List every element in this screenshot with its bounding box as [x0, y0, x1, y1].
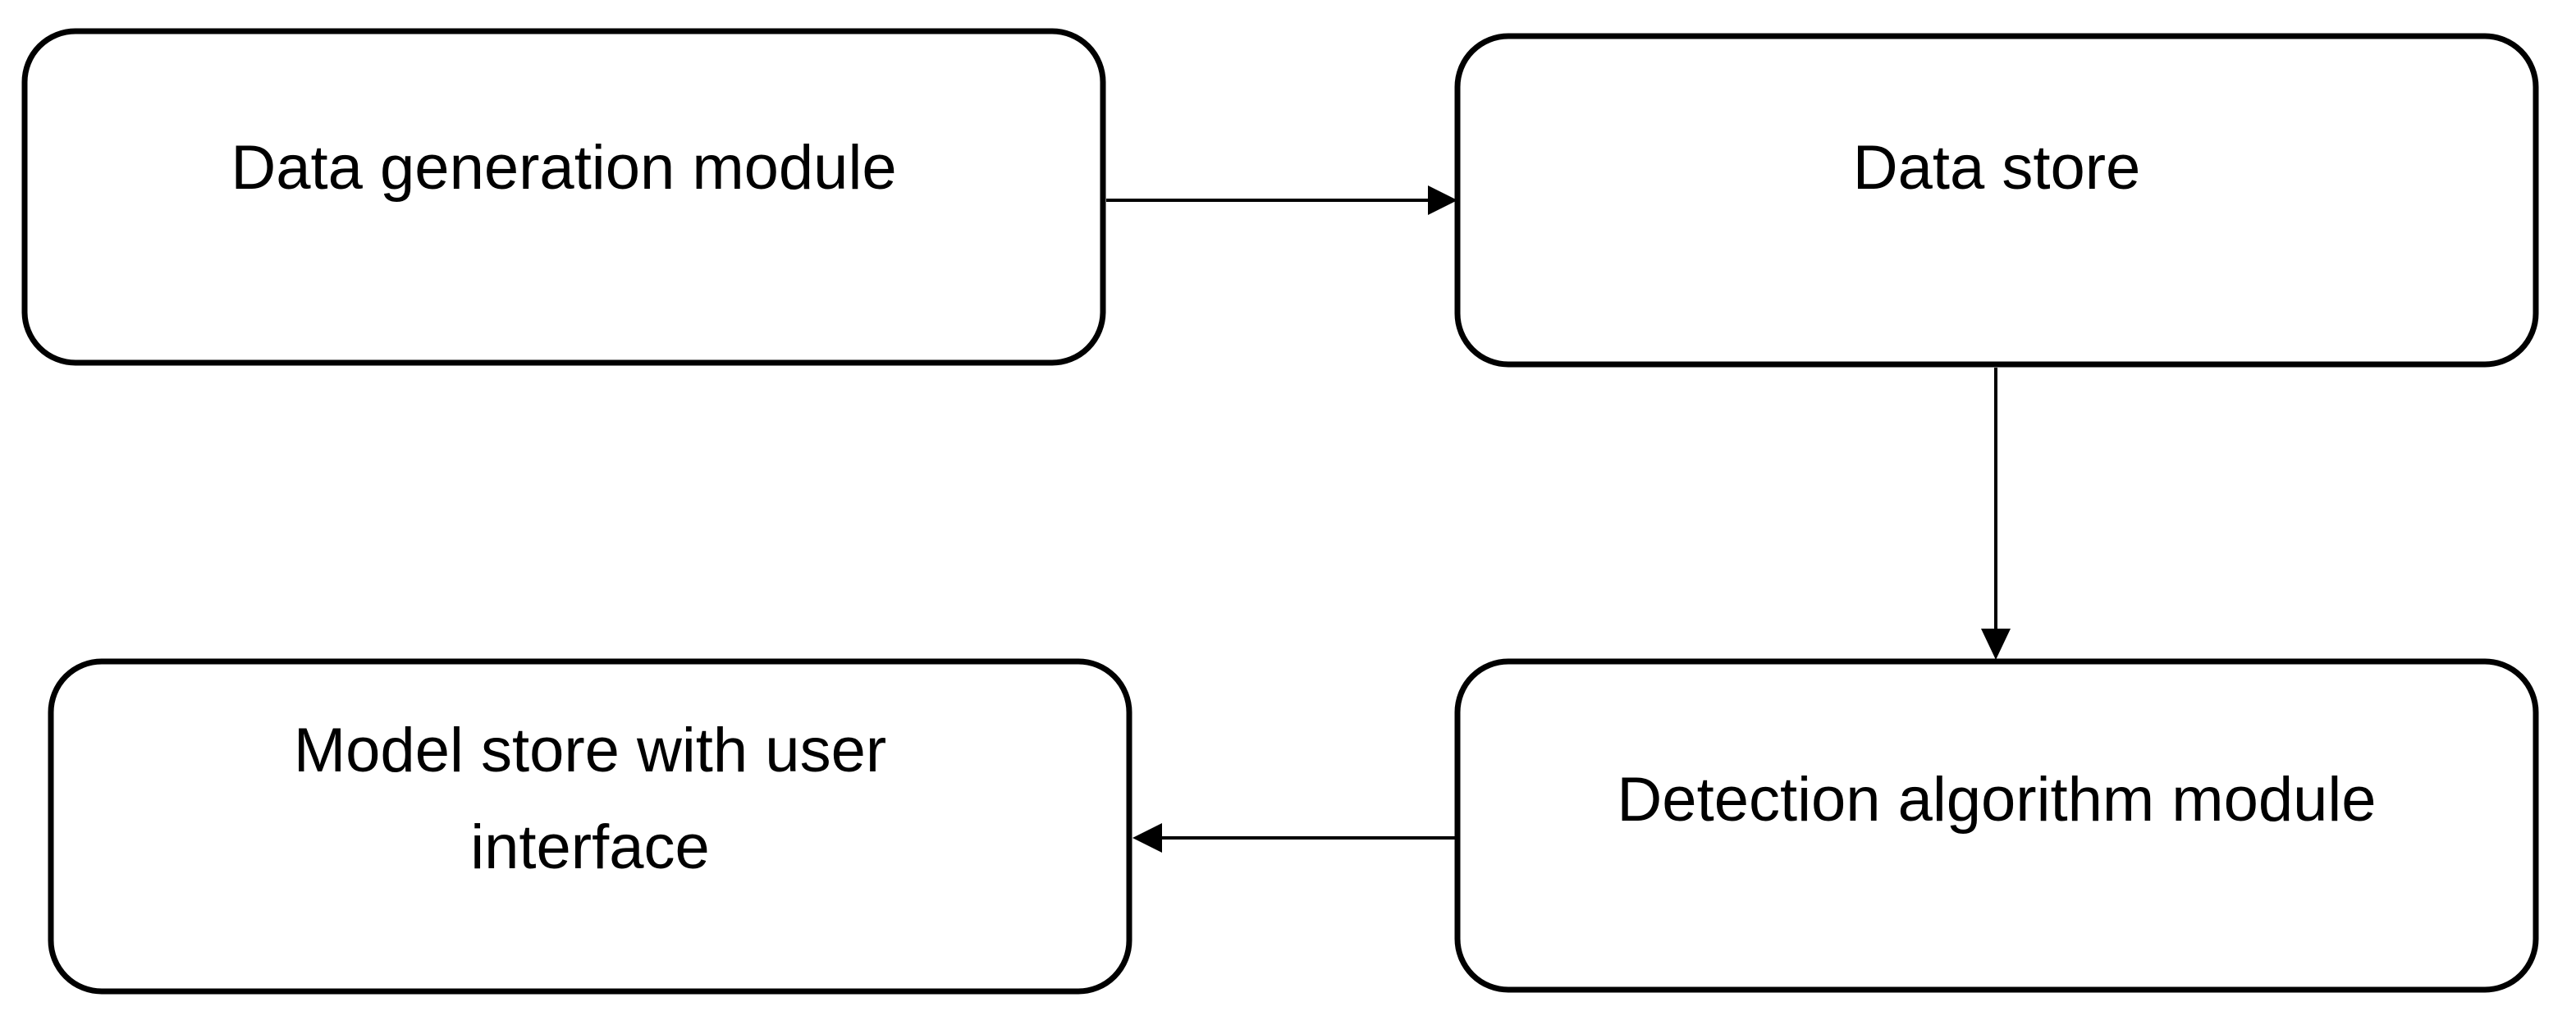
edge-data-generation-to-data-store-arrowhead	[1428, 185, 1457, 215]
node-detection-algorithm-label: Detection algorithm module	[1617, 765, 2376, 835]
edge-data-store-to-detection-algorithm	[1981, 368, 2011, 660]
node-data-generation-label: Data generation module	[231, 133, 896, 203]
node-data-generation: Data generation module	[21, 28, 1106, 366]
node-detection-algorithm: Detection algorithm module	[1454, 658, 2539, 993]
node-model-store-label-line-2: interface	[470, 812, 710, 882]
node-model-store: Model store with user interface	[48, 658, 1132, 995]
node-data-store-label: Data store	[1853, 133, 2141, 203]
edge-detection-algorithm-to-model-store-arrowhead	[1132, 823, 1162, 853]
edge-detection-algorithm-to-model-store	[1132, 823, 1456, 853]
node-data-store: Data store	[1454, 33, 2539, 368]
node-model-store-box	[48, 658, 1132, 995]
node-model-store-label-line-1: Model store with user	[294, 716, 886, 785]
node-data-generation-box	[21, 28, 1106, 366]
node-detection-algorithm-box	[1454, 658, 2539, 993]
edge-data-generation-to-data-store	[1106, 185, 1457, 215]
edge-data-store-to-detection-algorithm-arrowhead	[1981, 629, 2011, 660]
